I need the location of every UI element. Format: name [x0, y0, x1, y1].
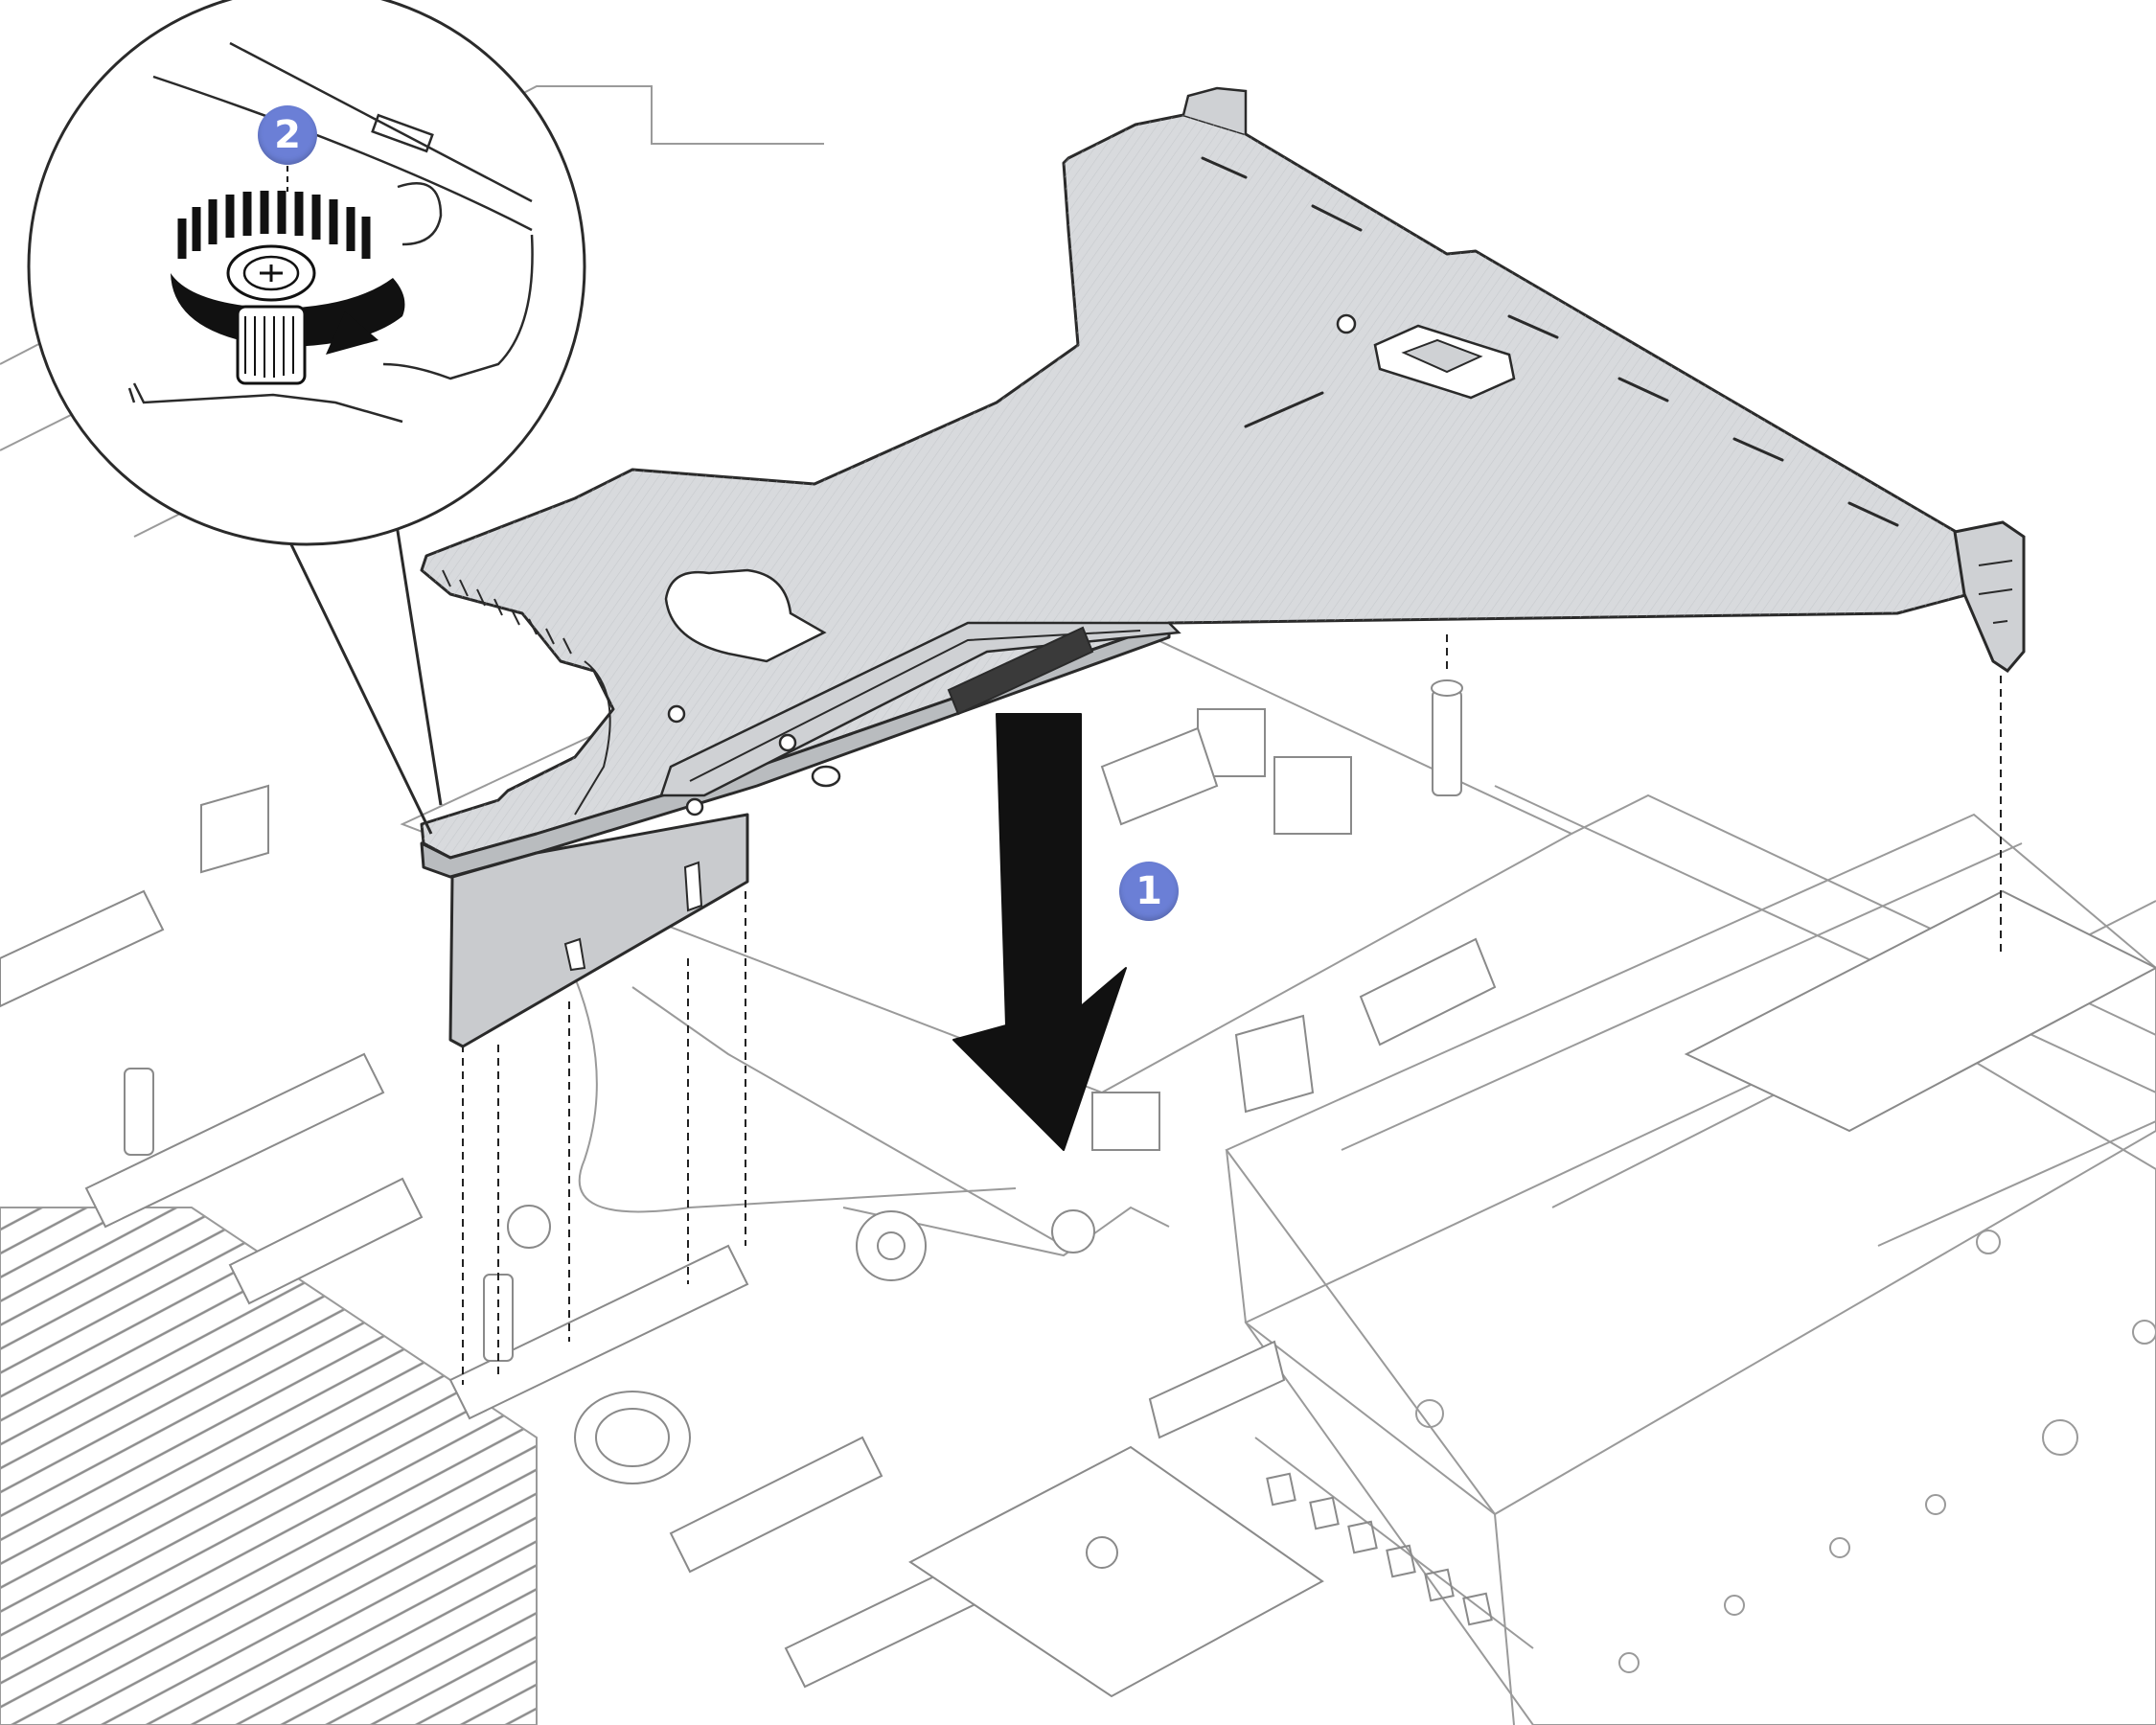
callout-badge-2: 2 — [258, 105, 317, 165]
alignment-guides — [462, 634, 2002, 1385]
memory-dimm-slots — [0, 1207, 538, 1725]
arrow-down-icon — [952, 713, 1127, 1151]
callout-badge-1: 1 — [1119, 862, 1179, 921]
thumbscrew-icon — [226, 244, 316, 385]
riser-cage — [420, 86, 2026, 1048]
psu-vents — [1266, 1472, 1493, 1626]
board-components — [124, 679, 2156, 1698]
detail-callout — [27, 0, 586, 835]
